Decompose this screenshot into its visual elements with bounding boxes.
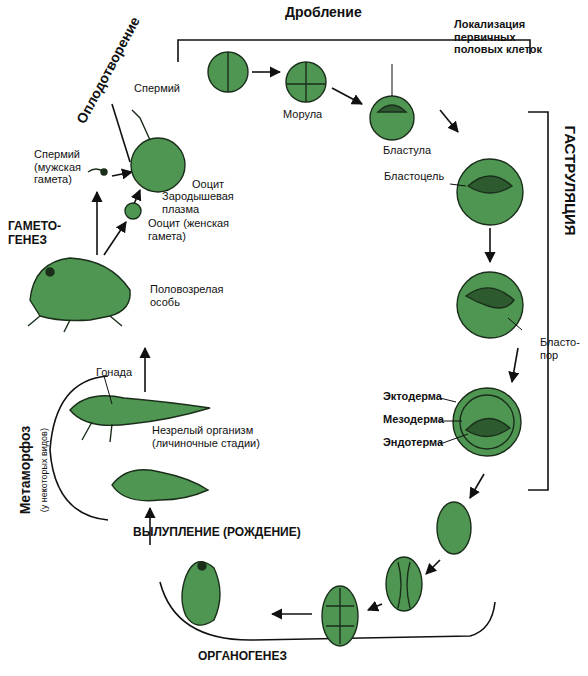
frog-legs <box>28 316 122 332</box>
arrow <box>272 613 312 615</box>
arrow <box>440 110 458 132</box>
cleavage-line <box>286 62 326 102</box>
arrow <box>426 560 440 574</box>
stage-label: Половозрелая особь <box>150 283 240 308</box>
leader-line <box>440 398 468 444</box>
stage-label: Метаморфоз <box>17 415 33 525</box>
sperm-head <box>101 169 107 175</box>
stage-label: Мезодерма <box>383 413 453 426</box>
endoderm <box>466 418 510 436</box>
stage-label: Дробление <box>285 4 375 20</box>
stage-label: Незрелый организм (личиночные стадии) <box>152 424 292 449</box>
hatchling <box>182 562 220 626</box>
brackets <box>50 40 548 640</box>
legs <box>82 422 112 442</box>
somite-lines <box>326 588 354 644</box>
stage-label: Зародышевая плазма <box>162 190 242 215</box>
arrow <box>470 474 484 498</box>
stage-label: Локализация первичных половых клеток <box>454 18 564 56</box>
gastrulation-bracket <box>528 112 548 490</box>
older-tadpole <box>70 396 210 426</box>
leader-line <box>104 376 112 404</box>
arrow <box>489 228 491 262</box>
blastula <box>370 96 414 140</box>
arrow <box>112 172 132 176</box>
blastocoel <box>378 105 406 112</box>
stage-label: Эндотерма <box>383 436 453 449</box>
zygote <box>208 52 248 92</box>
stage-label: Морула <box>283 108 343 121</box>
eye <box>198 562 206 570</box>
arrow <box>252 71 280 73</box>
arrow <box>134 190 140 204</box>
leader-line <box>508 318 522 330</box>
stage-label: ГАМЕТО- ГЕНЕЗ <box>8 220 68 248</box>
stage-label: Ооцит <box>192 178 242 191</box>
morula <box>286 62 326 102</box>
late-gastrula <box>453 388 521 456</box>
stage-label: Бластоцель <box>384 170 454 183</box>
sperm <box>132 110 150 140</box>
embryos <box>28 52 523 646</box>
oocyte <box>131 138 185 192</box>
mesoderm-layer <box>460 395 514 449</box>
stage-label: Бласто- пор <box>540 336 582 361</box>
leader-line <box>392 64 393 96</box>
neural-fold <box>398 562 410 608</box>
stage-label: Оплодотворение <box>68 4 148 135</box>
tailbud-embryo <box>322 586 358 646</box>
arrow <box>144 348 146 392</box>
arrows <box>97 72 518 614</box>
neurula <box>386 557 422 611</box>
fertilization-bracket <box>112 104 130 162</box>
arrow <box>104 222 126 255</box>
tadpole <box>112 470 208 501</box>
arrow <box>512 348 518 382</box>
neurula <box>437 502 471 554</box>
leader-line <box>450 184 466 186</box>
mid-gastrula <box>457 272 523 338</box>
stage-label: Эктодерма <box>383 390 453 403</box>
arrow <box>332 88 362 104</box>
stage-label: ВЫЛУПЛЕНИЕ (РОЖДЕНИЕ) <box>133 526 333 540</box>
stage-label: Гонада <box>96 366 156 379</box>
stage-label: (у некоторых видов) <box>39 410 49 530</box>
archenteron <box>466 288 514 308</box>
early-gastrula <box>457 159 523 225</box>
stage-label: ОРГАНОГЕНЕЗ <box>198 650 318 664</box>
egg-gamete <box>125 203 141 219</box>
stage-label: ГАСТРУЛЯЦИЯ <box>561 116 578 246</box>
stage-label: Ооцит (женская гамета) <box>148 217 258 242</box>
eye <box>46 268 54 276</box>
adult-frog <box>30 258 130 321</box>
stage-label: Спермий (мужская гамета) <box>34 148 96 186</box>
arrow <box>96 192 98 255</box>
arrow <box>368 604 382 610</box>
stage-label: Спермий <box>134 82 194 95</box>
stage-label: Бластула <box>383 144 453 157</box>
blastocoel <box>468 176 512 193</box>
cleavage-line <box>227 52 228 92</box>
